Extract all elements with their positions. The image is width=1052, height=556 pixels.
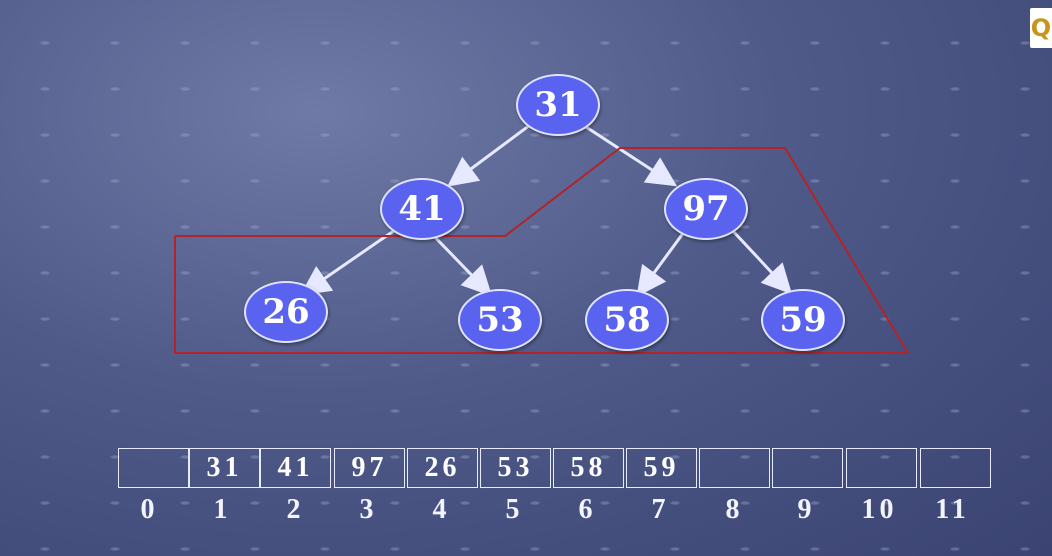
array-cell-8 [699,448,770,488]
array-index-4: 4 [432,494,451,525]
array-index-1: 1 [213,494,232,525]
array-index-6: 6 [578,494,597,525]
tree-node-31: 31 [516,74,600,136]
array-cell-9 [772,448,843,488]
edge-41-26 [300,228,396,296]
array-cell-1: 31 [189,448,260,488]
array-cell-0 [118,448,189,488]
logo: Q [1030,8,1052,48]
array-cell-7: 59 [626,448,697,488]
array-cell-6: 58 [553,448,624,488]
array-cell-3: 97 [334,448,405,488]
edge-31-41 [447,123,531,187]
array-index-8: 8 [725,494,744,525]
array-index-3: 3 [359,494,378,525]
tree-node-26: 26 [244,281,328,343]
array-index-0: 0 [140,494,159,525]
array-index-10: 10 [861,494,898,525]
array-index-2: 2 [286,494,305,525]
array-cell-4: 26 [407,448,478,488]
array-cell-2: 41 [260,448,331,488]
highlight-outline [174,147,910,354]
array-index-11: 11 [935,494,970,525]
array-index-5: 5 [505,494,524,525]
edge-97-59 [730,228,793,295]
edge-31-97 [582,123,678,187]
tree-node-53: 53 [458,289,542,351]
tree-node-41: 41 [380,178,464,240]
tree-node-97: 97 [664,178,748,240]
array-index-7: 7 [651,494,670,525]
array-cell-5: 53 [480,448,551,488]
edge-97-58 [636,231,686,297]
edge-41-53 [428,230,493,297]
tree-node-59: 59 [761,289,845,351]
array-cell-11 [920,448,991,488]
array-index-9: 9 [797,494,816,525]
tree-node-58: 58 [585,289,669,351]
array-cell-10 [846,448,917,488]
